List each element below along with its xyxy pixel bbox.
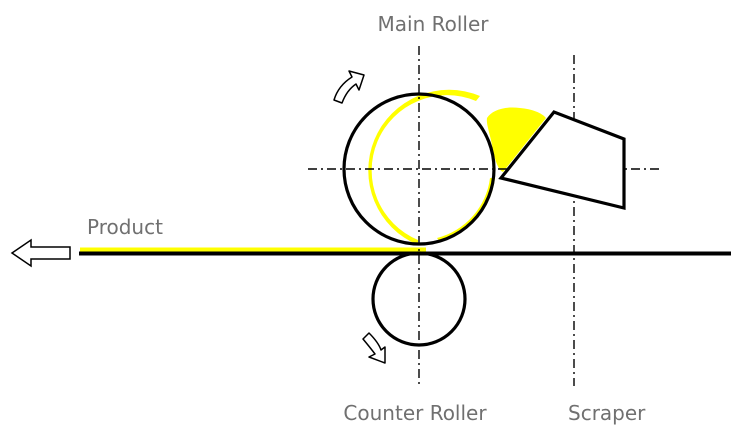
- roller-coating-lower-right: [437, 178, 495, 242]
- product-label: Product: [87, 215, 163, 239]
- main-roller: [342, 92, 496, 246]
- roller-coating-layer: [368, 89, 480, 245]
- scraper-blade: [498, 110, 626, 211]
- product-direction-arrow-icon: [10, 238, 71, 268]
- counter-roller-label: Counter Roller: [343, 401, 487, 425]
- scraper-label: Scraper: [568, 401, 646, 425]
- main-roller-label: Main Roller: [378, 12, 490, 36]
- main-roller-rotation-arrow-icon: [333, 70, 365, 104]
- product-coating: [80, 247, 426, 252]
- coating-bead: [486, 107, 546, 172]
- counter-roller-rotation-arrow-icon: [362, 332, 386, 364]
